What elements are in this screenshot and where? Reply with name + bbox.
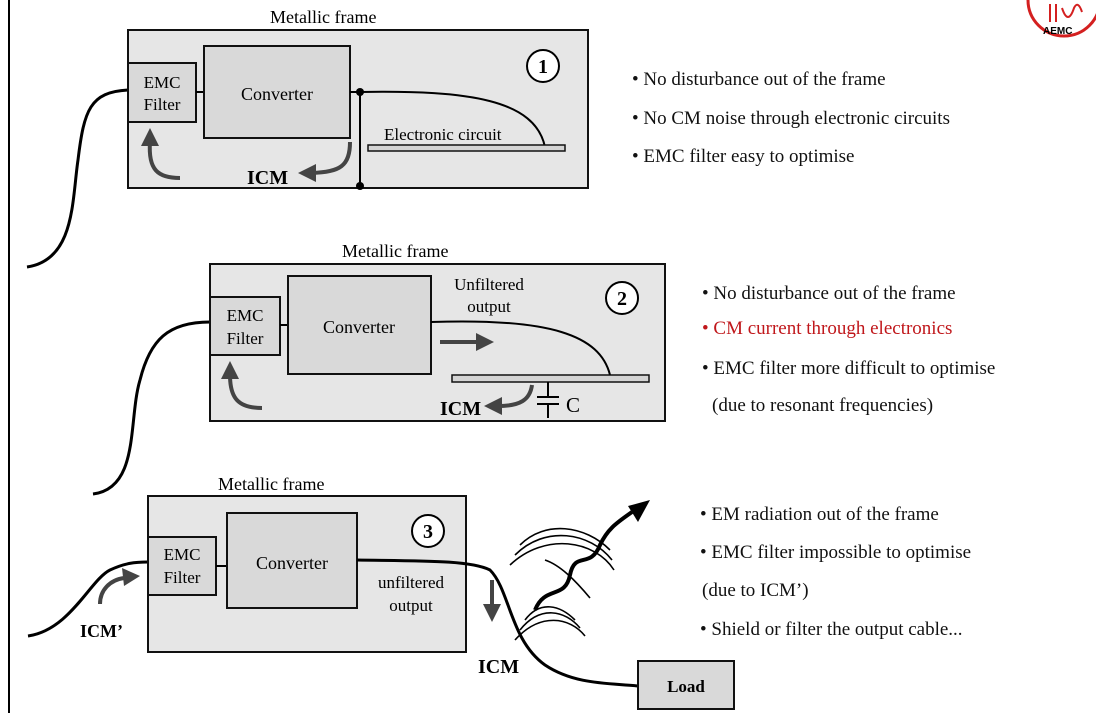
input-icm-label: ICM’ (80, 621, 123, 641)
bullet-item: • EM radiation out of the frame (700, 504, 939, 525)
panel-1: Metallic frame 1 EMC Filter Converter El… (26, 7, 589, 269)
bullet-item: • EMC filter impossible to optimise (700, 542, 972, 563)
bullet-item-highlighted: • CM current through electronics (702, 318, 953, 339)
converter-label: Converter (241, 84, 313, 104)
load-label: Load (667, 677, 705, 696)
supply-cable (26, 88, 129, 269)
output-label-line1: unfiltered (378, 573, 445, 592)
frame-title: Metallic frame (342, 241, 448, 261)
icm-label: ICM (440, 398, 481, 420)
logo-text: AEMC (1043, 26, 1072, 37)
emc-filter-box (147, 536, 217, 596)
capacitor-label: C (566, 393, 580, 417)
bullet-item: • No CM noise through electronic circuit… (632, 108, 950, 129)
converter-label: Converter (323, 317, 395, 337)
output-label-line2: output (389, 596, 433, 615)
output-label-line1: Unfiltered (454, 275, 524, 294)
panel-number: 1 (538, 56, 548, 78)
converter-box (203, 45, 351, 139)
electronic-circuit-board (451, 374, 650, 383)
supply-cable (27, 560, 149, 638)
bullet-item: • No disturbance out of the frame (632, 69, 886, 90)
icm-label: ICM (478, 656, 519, 678)
electronic-circuit-label: Electronic circuit (384, 125, 502, 144)
emc-filter-label-line2: Filter (164, 568, 201, 587)
frame-title: Metallic frame (218, 474, 324, 494)
panel-2: Metallic frame 2 EMC Filter Converter Un… (92, 241, 666, 496)
bullet-item: • Shield or filter the output cable... (700, 619, 963, 640)
output-wire (350, 90, 546, 148)
emc-filter-label-line1: EMC (164, 545, 201, 564)
electronic-circuit-board (367, 144, 566, 152)
bullet-item: • No disturbance out of the frame (702, 283, 956, 304)
number-badge (411, 514, 445, 548)
panel-number: 3 (423, 521, 433, 543)
panel-3: Metallic frame 3 ICM’ EMC Filter Convert… (27, 474, 735, 710)
number-badge (526, 49, 560, 83)
converter-box (287, 275, 432, 375)
emc-filter-label-line2: Filter (227, 329, 264, 348)
output-wire (430, 320, 611, 376)
bullet-item: • EMC filter easy to optimise (632, 146, 855, 167)
aemc-logo: AEMC (1026, 0, 1096, 38)
bullet-item: (due to ICM’) (702, 580, 809, 601)
number-badge (605, 281, 639, 315)
output-label-line2: output (467, 297, 511, 316)
supply-cable (92, 320, 211, 496)
frame-title: Metallic frame (270, 7, 376, 27)
emc-filter-label-line2: Filter (144, 95, 181, 114)
emc-filter-label-line1: EMC (144, 73, 181, 92)
output-cable (356, 558, 639, 688)
load-box (637, 660, 735, 710)
bullet-item: • EMC filter more difficult to optimise (702, 358, 996, 379)
converter-label: Converter (256, 553, 328, 573)
icm-label: ICM (247, 167, 288, 189)
bullet-item: (due to resonant frequencies) (712, 395, 934, 416)
emc-filter-label-line1: EMC (227, 306, 264, 325)
panel-number: 2 (617, 288, 627, 310)
